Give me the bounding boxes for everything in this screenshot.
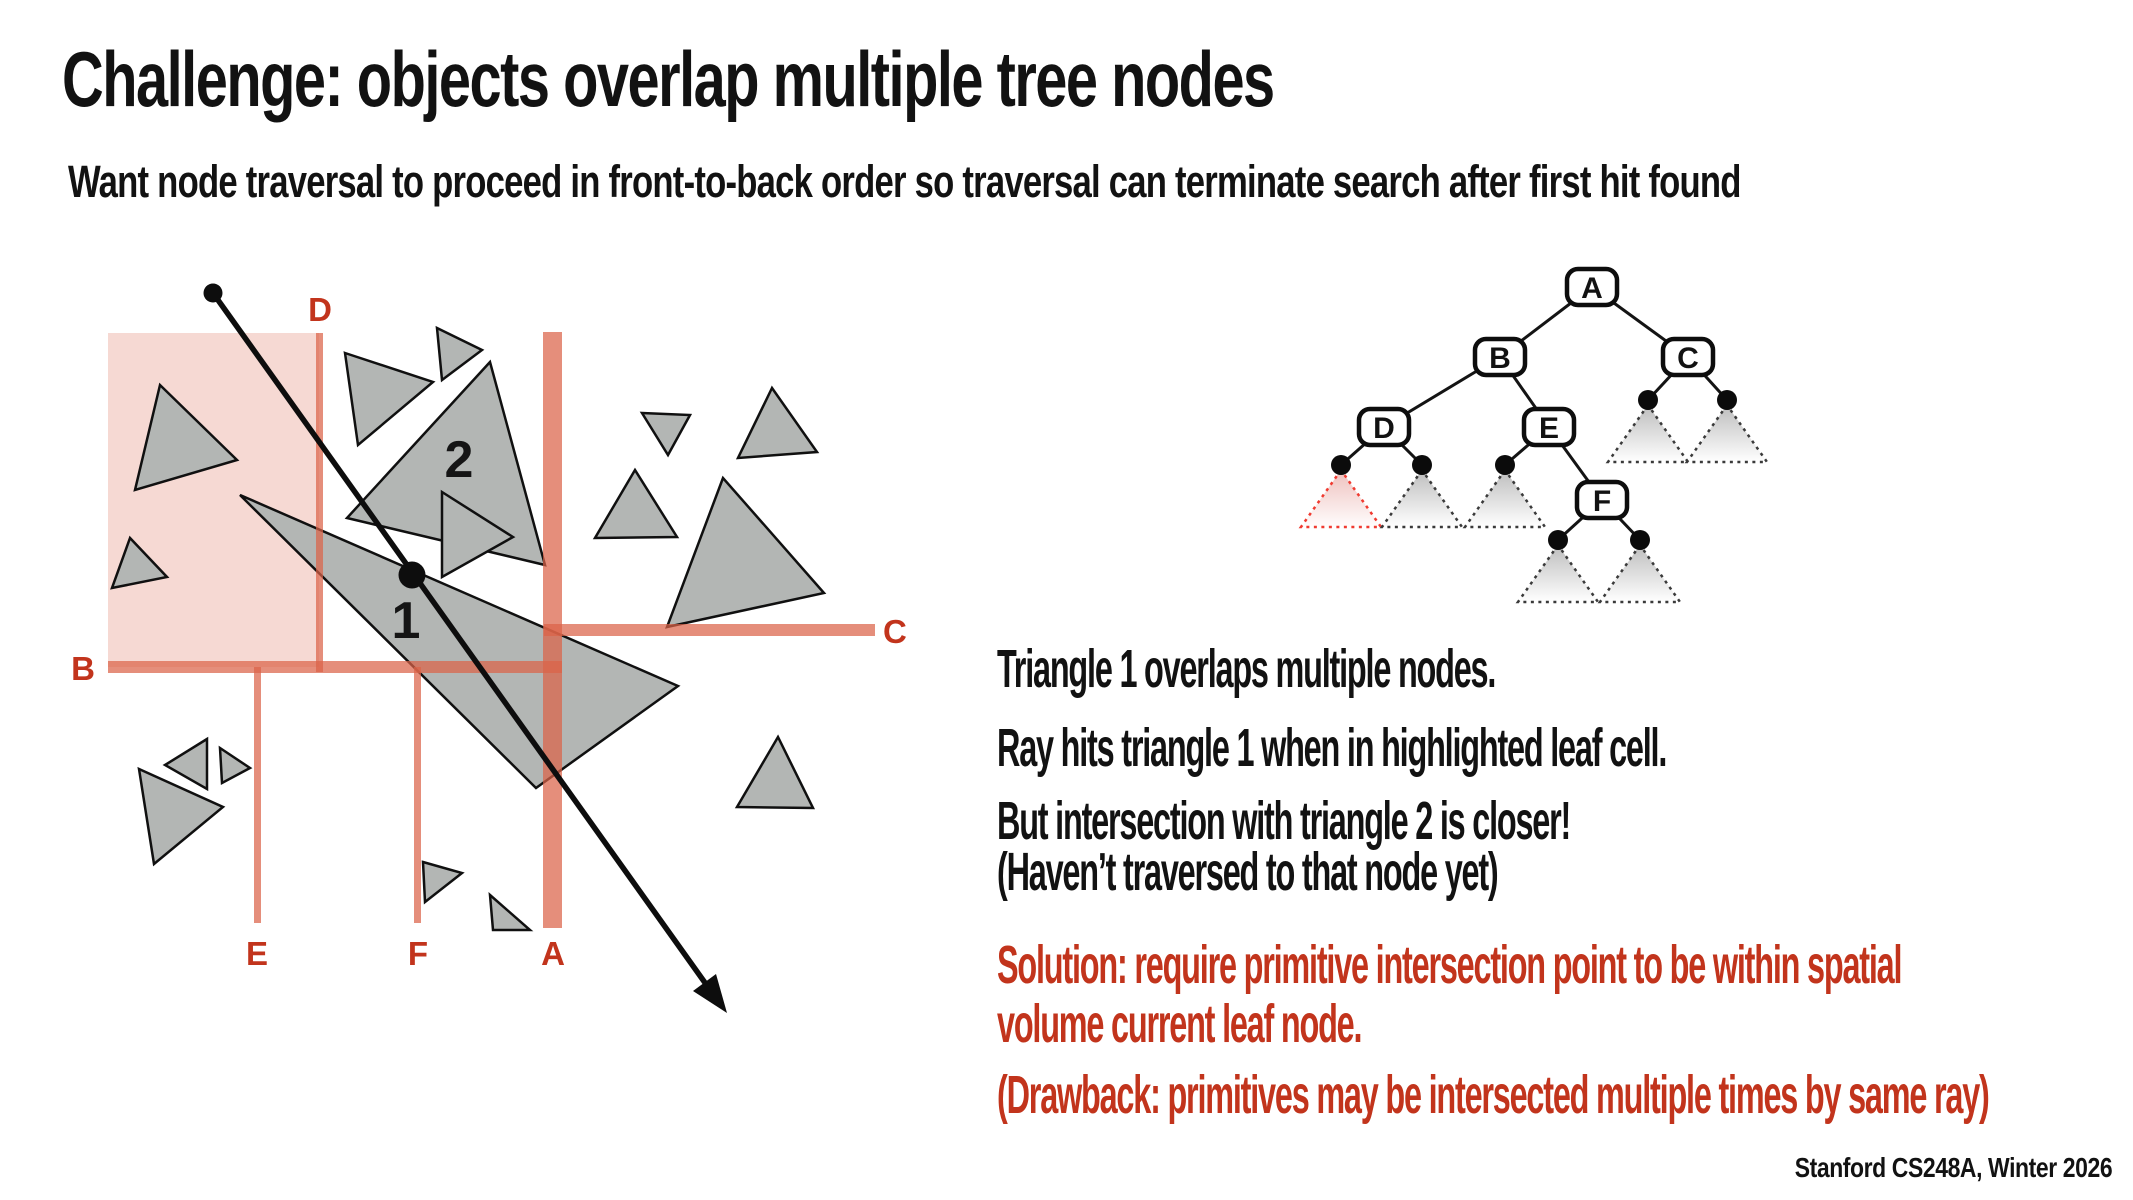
triangle-2-label: 2	[445, 431, 474, 489]
tree-node-d: D	[1356, 406, 1412, 448]
page-title: Challenge: objects overlap multiple tree…	[62, 35, 1275, 123]
triangle	[488, 892, 534, 932]
split-line-f	[414, 667, 421, 923]
triangle	[110, 535, 170, 590]
leaf-dot	[1717, 390, 1737, 410]
triangle-1-label: 1	[392, 592, 421, 650]
triangle	[592, 467, 680, 540]
split-label-b: B	[71, 650, 95, 687]
leaf-dot	[1548, 530, 1568, 550]
tree-node-box	[1660, 336, 1716, 378]
leaf-subtree	[1515, 542, 1601, 604]
tree-leaf-subtrees	[1298, 402, 1770, 604]
leaf-subtree	[1597, 542, 1683, 604]
triangle	[133, 382, 240, 492]
leaf-dot	[1638, 390, 1658, 410]
split-label-f: F	[408, 935, 428, 972]
tree-node-box	[1574, 479, 1630, 521]
triangle	[218, 745, 253, 786]
triangle	[162, 736, 209, 792]
triangle	[137, 766, 226, 867]
leaf-subtree	[1462, 467, 1548, 529]
split-line-b	[108, 661, 562, 673]
tree-node-label: F	[1593, 485, 1611, 518]
ray	[203, 283, 727, 1013]
partition-split-lines	[108, 332, 875, 928]
split-label-a: A	[541, 935, 565, 972]
course-footer: Stanford CS248A, Winter 2026	[1794, 1152, 2112, 1183]
split-line-e	[254, 667, 261, 923]
ray-arrowhead	[693, 974, 727, 1013]
tree-diagram: A B C D E	[1298, 266, 1770, 604]
tree-leaf-dots	[1331, 390, 1737, 550]
leaf-subtree	[1684, 402, 1770, 464]
split-label-c: C	[883, 613, 907, 650]
tree-node-f: F	[1574, 479, 1630, 521]
tree-node-c: C	[1660, 336, 1716, 378]
tree-nodes: A B C D E	[1356, 266, 1716, 521]
tree-node-b: B	[1472, 336, 1528, 378]
triangle	[734, 734, 816, 810]
leaf-subtree-highlighted	[1298, 467, 1384, 529]
leaf-dot	[1331, 455, 1351, 475]
solution-text-line2: volume current leaf node.	[997, 994, 1362, 1054]
solution-text-line1: Solution: require primitive intersection…	[997, 935, 1902, 995]
triangle	[343, 351, 436, 448]
triangle	[421, 860, 465, 905]
tree-node-e: E	[1521, 406, 1577, 448]
ray-hit-dot	[398, 561, 426, 589]
tree-node-label: C	[1677, 342, 1699, 375]
leaf-dot	[1495, 455, 1515, 475]
split-label-e: E	[246, 935, 268, 972]
split-line-c	[544, 624, 875, 636]
leaf-dot	[1412, 455, 1432, 475]
tree-node-label: B	[1489, 342, 1511, 375]
ray-origin-dot	[203, 283, 223, 303]
note-ray-hit: Ray hits triangle 1 when in highlighted …	[997, 718, 1667, 778]
leaf-subtree	[1379, 467, 1465, 529]
page-subtitle: Want node traversal to proceed in front-…	[68, 156, 1741, 207]
highlighted-leaf-cell	[108, 333, 319, 667]
leaf-subtree	[1605, 402, 1691, 464]
spatial-partition-diagram: D B C E F A 1 2	[71, 283, 907, 1013]
triangle	[440, 489, 516, 580]
triangle	[735, 385, 820, 460]
note-closer-intersection: But intersection with triangle 2 is clos…	[997, 791, 1571, 851]
drawback-text: (Drawback: primitives may be intersected…	[997, 1065, 1990, 1125]
tree-node-label: A	[1581, 272, 1603, 305]
split-line-d	[316, 333, 323, 672]
tree-node-box	[1521, 406, 1577, 448]
ray-line	[210, 291, 721, 1003]
triangle	[665, 475, 827, 629]
tree-node-label: E	[1539, 412, 1559, 445]
tree-node-box	[1472, 336, 1528, 378]
triangle	[639, 411, 693, 458]
triangle	[435, 325, 485, 383]
tree-node-box	[1564, 266, 1620, 308]
tree-node-label: D	[1373, 412, 1395, 445]
note-not-traversed: (Haven’t traversed to that node yet)	[997, 842, 1499, 902]
tree-node-box	[1356, 406, 1412, 448]
tree-node-a: A	[1564, 266, 1620, 308]
note-overlap: Triangle 1 overlaps multiple nodes.	[997, 639, 1496, 699]
split-label-d: D	[308, 291, 332, 328]
leaf-dot	[1630, 530, 1650, 550]
